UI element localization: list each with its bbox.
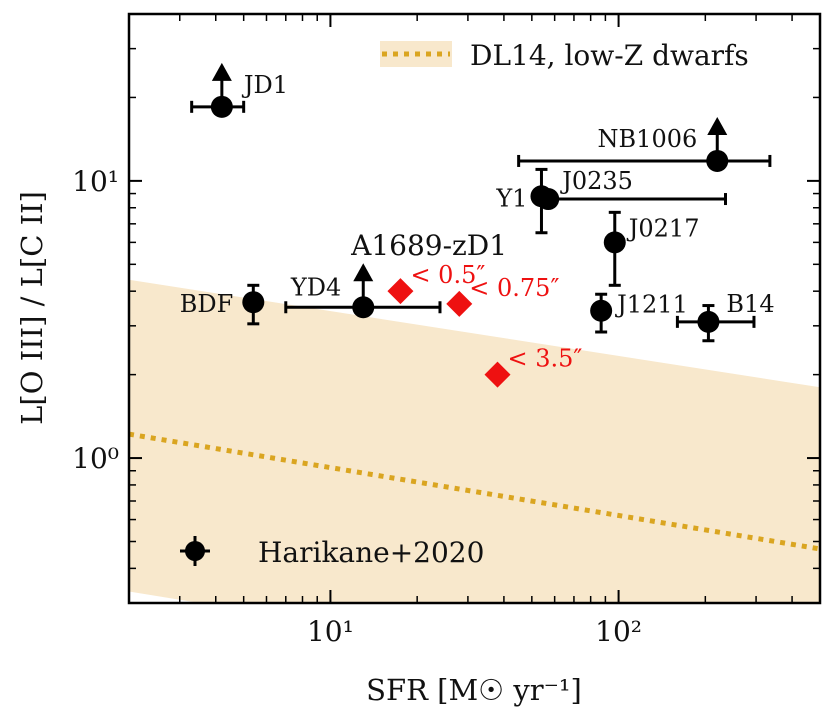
point-label: Y1 — [495, 184, 527, 212]
point-a1689 — [446, 290, 473, 317]
point-marker — [210, 95, 233, 118]
point-nb1006 — [517, 116, 772, 172]
point-label: J0235 — [559, 167, 633, 195]
point-marker — [706, 149, 729, 172]
diamond-marker — [446, 290, 473, 317]
dl14-band — [129, 279, 820, 603]
point-j1211 — [590, 292, 613, 334]
diamond-marker — [387, 278, 414, 305]
point-a1689 — [484, 361, 511, 388]
diamond-label: < 0.75″ — [469, 274, 559, 302]
point-marker — [530, 185, 553, 208]
plot-frame — [127, 12, 822, 605]
legend-dl14-label: DL14, low-Z dwarfs — [470, 39, 749, 72]
dl14-line — [129, 431, 820, 552]
point-y1 — [530, 167, 553, 235]
diamond-marker — [484, 361, 511, 388]
y-tick-label: 10⁰ — [72, 442, 119, 475]
y-tick-label: 10¹ — [72, 165, 119, 198]
point-b14 — [675, 304, 756, 343]
point-label: JD1 — [241, 71, 288, 99]
point-yd4 — [284, 263, 442, 319]
point-marker — [590, 299, 613, 322]
point-label: B14 — [726, 290, 774, 318]
x-axis-label: SFR [M☉ yr⁻¹] — [366, 673, 582, 707]
legend-harikane: Harikane+2020 — [180, 536, 484, 569]
lower-limit-arrow-head — [211, 62, 232, 81]
lower-limit-arrow-head — [707, 116, 728, 135]
dl14-line-path — [129, 431, 820, 552]
x-tick-label: 10¹ — [307, 615, 354, 648]
point-j0217 — [603, 210, 626, 287]
point-jd1 — [190, 62, 246, 118]
dl14-band-area — [129, 279, 820, 603]
point-label: J1211 — [614, 291, 688, 319]
point-marker — [352, 296, 375, 319]
lower-limit-arrow-head — [353, 263, 374, 282]
axis-ticks: 10¹ 10² 10⁰ 10¹ — [72, 13, 821, 648]
point-marker — [603, 231, 626, 254]
point-label: YD4 — [290, 273, 341, 301]
diamond-label: < 3.5″ — [507, 345, 582, 373]
y-axis-label: L[O III] / L[C II] — [15, 191, 49, 425]
point-label: BDF — [180, 290, 234, 318]
point-label: NB1006 — [598, 125, 698, 153]
annotation-a1689: A1689-zD1 — [350, 229, 507, 262]
point-a1689 — [387, 278, 414, 305]
x-tick-label: 10² — [595, 615, 642, 648]
diamond-label: < 0.5″ — [410, 261, 485, 289]
data-points — [190, 62, 772, 388]
point-bdf — [242, 283, 265, 326]
point-label: J0217 — [626, 214, 700, 242]
point-marker — [697, 310, 720, 333]
legend-harikane-marker — [185, 541, 205, 561]
legend-dl14: DL14, low-Z dwarfs — [380, 39, 749, 72]
point-marker — [242, 291, 265, 314]
legend-harikane-label: Harikane+2020 — [258, 536, 484, 569]
